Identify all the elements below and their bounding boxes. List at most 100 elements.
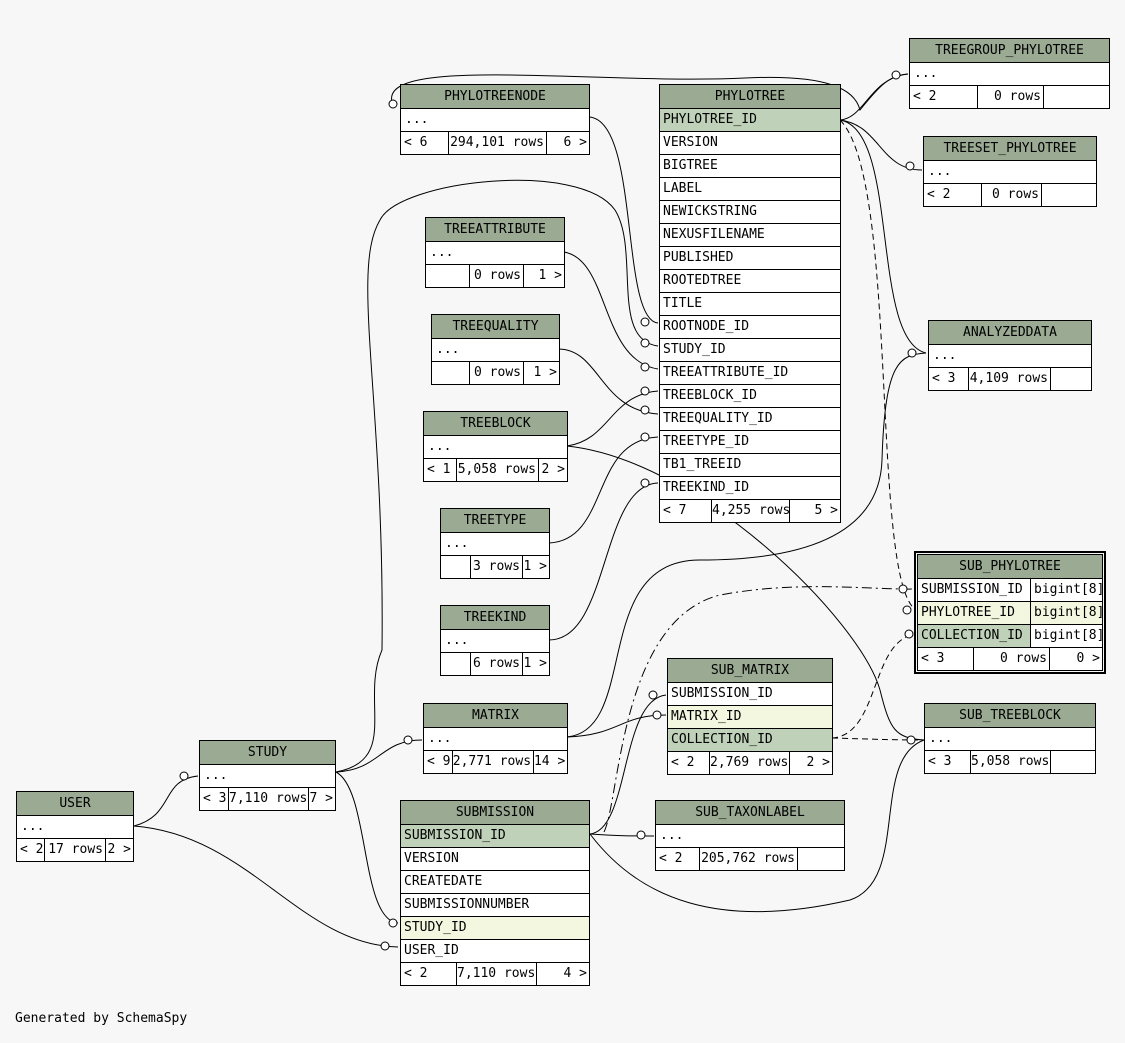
table-sub-treeblock[interactable]: SUB_TREEBLOCK ... < 3 5,058 rows (924, 703, 1096, 774)
more-columns: ... (17, 816, 133, 839)
table-treetype[interactable]: TREETYPE ... 3 rows 1 > (440, 508, 550, 579)
table-footer: < 6 294,101 rows 6 > (401, 132, 589, 154)
table-sub-phylotree[interactable]: SUB_PHYLOTREE SUBMISSION_ID bigint[8] PH… (914, 551, 1106, 674)
column-name: PHYLOTREE_ID (918, 602, 1031, 624)
column-phylotree-id: PHYLOTREE_ID (660, 109, 840, 132)
row-count: 0 rows (470, 265, 524, 287)
column-version: VERSION (401, 848, 589, 871)
row-count: 6 rows (471, 653, 523, 675)
table-user[interactable]: USER ... < 2 17 rows 2 > (16, 791, 134, 862)
table-name: SUB_TAXONLABEL (656, 801, 844, 825)
zero-many-marker (640, 362, 650, 372)
column-tb1-treeid: TB1_TREEID (660, 454, 840, 477)
table-name: PHYLOTREE (660, 85, 840, 109)
table-footer: < 3 4,109 rows (929, 368, 1091, 390)
table-sub-taxonlabel[interactable]: SUB_TAXONLABEL ... < 2 205,762 rows (655, 800, 845, 871)
row-count: 7,110 rows (229, 788, 309, 810)
table-footer: 0 rows 1 > (426, 265, 564, 287)
row-count: 0 rows (974, 648, 1050, 670)
column-collection-id: COLLECTION_ID (668, 729, 832, 752)
more-columns: ... (200, 765, 335, 788)
column-study-id: STUDY_ID (401, 917, 589, 940)
table-treegroup-phylotree[interactable]: TREEGROUP_PHYLOTREE ... < 2 0 rows (909, 38, 1110, 109)
children-count: 5 > (814, 503, 838, 518)
parents-count: < 3 (929, 368, 969, 390)
table-name: TREEBLOCK (424, 412, 567, 436)
edge-study-submission (335, 771, 399, 924)
table-treeattribute[interactable]: TREEATTRIBUTE ... 0 rows 1 > (425, 217, 565, 288)
column-rootnode-id: ROOTNODE_ID (660, 316, 840, 339)
table-footer: < 3 0 rows 0 > (918, 648, 1102, 670)
table-matrix[interactable]: MATRIX ... < 9 2,771 rows 14 > (423, 703, 568, 774)
table-name: SUB_PHYLOTREE (918, 555, 1102, 579)
table-footer: < 2 205,762 rows (656, 848, 844, 870)
edge-phylotree-analyzeddata (839, 119, 927, 354)
table-footer: 6 rows 1 > (441, 653, 549, 675)
column-treeblock-id: TREEBLOCK_ID (660, 385, 840, 408)
more-columns: ... (432, 339, 559, 362)
table-sub-matrix[interactable]: SUB_MATRIX SUBMISSION_ID MATRIX_ID COLLE… (667, 658, 833, 775)
table-footer: < 2 17 rows 2 > (17, 839, 133, 861)
column-treetype-id: TREETYPE_ID (660, 431, 840, 454)
table-name: USER (17, 792, 133, 816)
table-phylotreenode[interactable]: PHYLOTREENODE ... < 6 294,101 rows 6 > (400, 84, 590, 155)
table-study[interactable]: STUDY ... < 3 7,110 rows 7 > (199, 740, 336, 811)
children-count: 4 > (563, 966, 587, 981)
parents-count: < 2 (401, 963, 457, 985)
table-footer: < 1 5,058 rows 2 > (424, 459, 567, 481)
column-label: LABEL (660, 178, 840, 201)
table-footer: < 2 0 rows (910, 86, 1109, 108)
table-name: TREEATTRIBUTE (426, 218, 564, 242)
more-columns: ... (910, 63, 1109, 86)
column-createdate: CREATEDATE (401, 871, 589, 894)
edge-treekind (548, 482, 659, 641)
zero-many-marker (640, 405, 650, 415)
table-treequality[interactable]: TREEQUALITY ... 0 rows 1 > (431, 314, 560, 385)
parents-count: < 3 (925, 751, 971, 773)
column-rootedtree: ROOTEDTREE (660, 270, 840, 293)
more-columns: ... (441, 630, 549, 653)
table-treeblock[interactable]: TREEBLOCK ... < 1 5,058 rows 2 > (423, 411, 568, 482)
generator-credit: Generated by SchemaSpy (15, 1011, 188, 1026)
table-treeset-phylotree[interactable]: TREESET_PHYLOTREE ... < 2 0 rows (923, 136, 1097, 207)
table-footer: < 2 2,769 rows 2 > (668, 752, 832, 774)
row-count: 294,101 rows (449, 132, 547, 154)
column-type: bigint[8] (1034, 582, 1102, 597)
children-count (1051, 368, 1091, 390)
parents-count: < 1 (424, 459, 457, 481)
more-columns: ... (924, 161, 1096, 184)
parents-count: < 3 (200, 788, 229, 810)
children-count (1042, 184, 1096, 206)
children-count: 1 > (523, 656, 547, 671)
edge-submission-subtreeblock (589, 739, 925, 913)
table-phylotree[interactable]: PHYLOTREE PHYLOTREE_ID VERSION BIGTREE L… (659, 84, 841, 523)
edge-phylotree-treegroup (839, 73, 909, 121)
column-treeattribute-id: TREEATTRIBUTE_ID (660, 362, 840, 385)
edge-phylotree-subphylotree (839, 119, 917, 611)
zero-many-marker (636, 830, 646, 840)
row-count: 0 rows (982, 184, 1042, 206)
parents-count: < 2 (910, 86, 978, 108)
table-footer: < 2 0 rows (924, 184, 1096, 206)
table-name: ANALYZEDDATA (929, 321, 1091, 345)
edge-study-matrix (335, 739, 423, 773)
parents-count: < 2 (17, 839, 45, 861)
edge-collection-subphylotree (831, 633, 917, 739)
more-columns: ... (401, 109, 589, 132)
children-count: 2 > (107, 842, 131, 857)
edge-treeblock-subtreeblock (566, 445, 925, 741)
column-published: PUBLISHED (660, 247, 840, 270)
children-count (798, 848, 844, 870)
table-analyzeddata[interactable]: ANALYZEDDATA ... < 3 4,109 rows (928, 320, 1092, 391)
edge-submission-subtaxonlabel (589, 833, 655, 837)
table-treekind[interactable]: TREEKIND ... 6 rows 1 > (440, 605, 550, 676)
more-columns: ... (925, 728, 1095, 751)
edge-user-study (133, 775, 199, 827)
row-count: 5,058 rows (971, 751, 1051, 773)
table-footer: < 9 2,771 rows 14 > (424, 751, 567, 773)
children-count: 2 > (806, 755, 830, 770)
column-matrix-id: MATRIX_ID (668, 706, 832, 729)
zero-many-marker (902, 605, 912, 615)
table-submission[interactable]: SUBMISSION SUBMISSION_ID VERSION CREATED… (400, 800, 590, 986)
